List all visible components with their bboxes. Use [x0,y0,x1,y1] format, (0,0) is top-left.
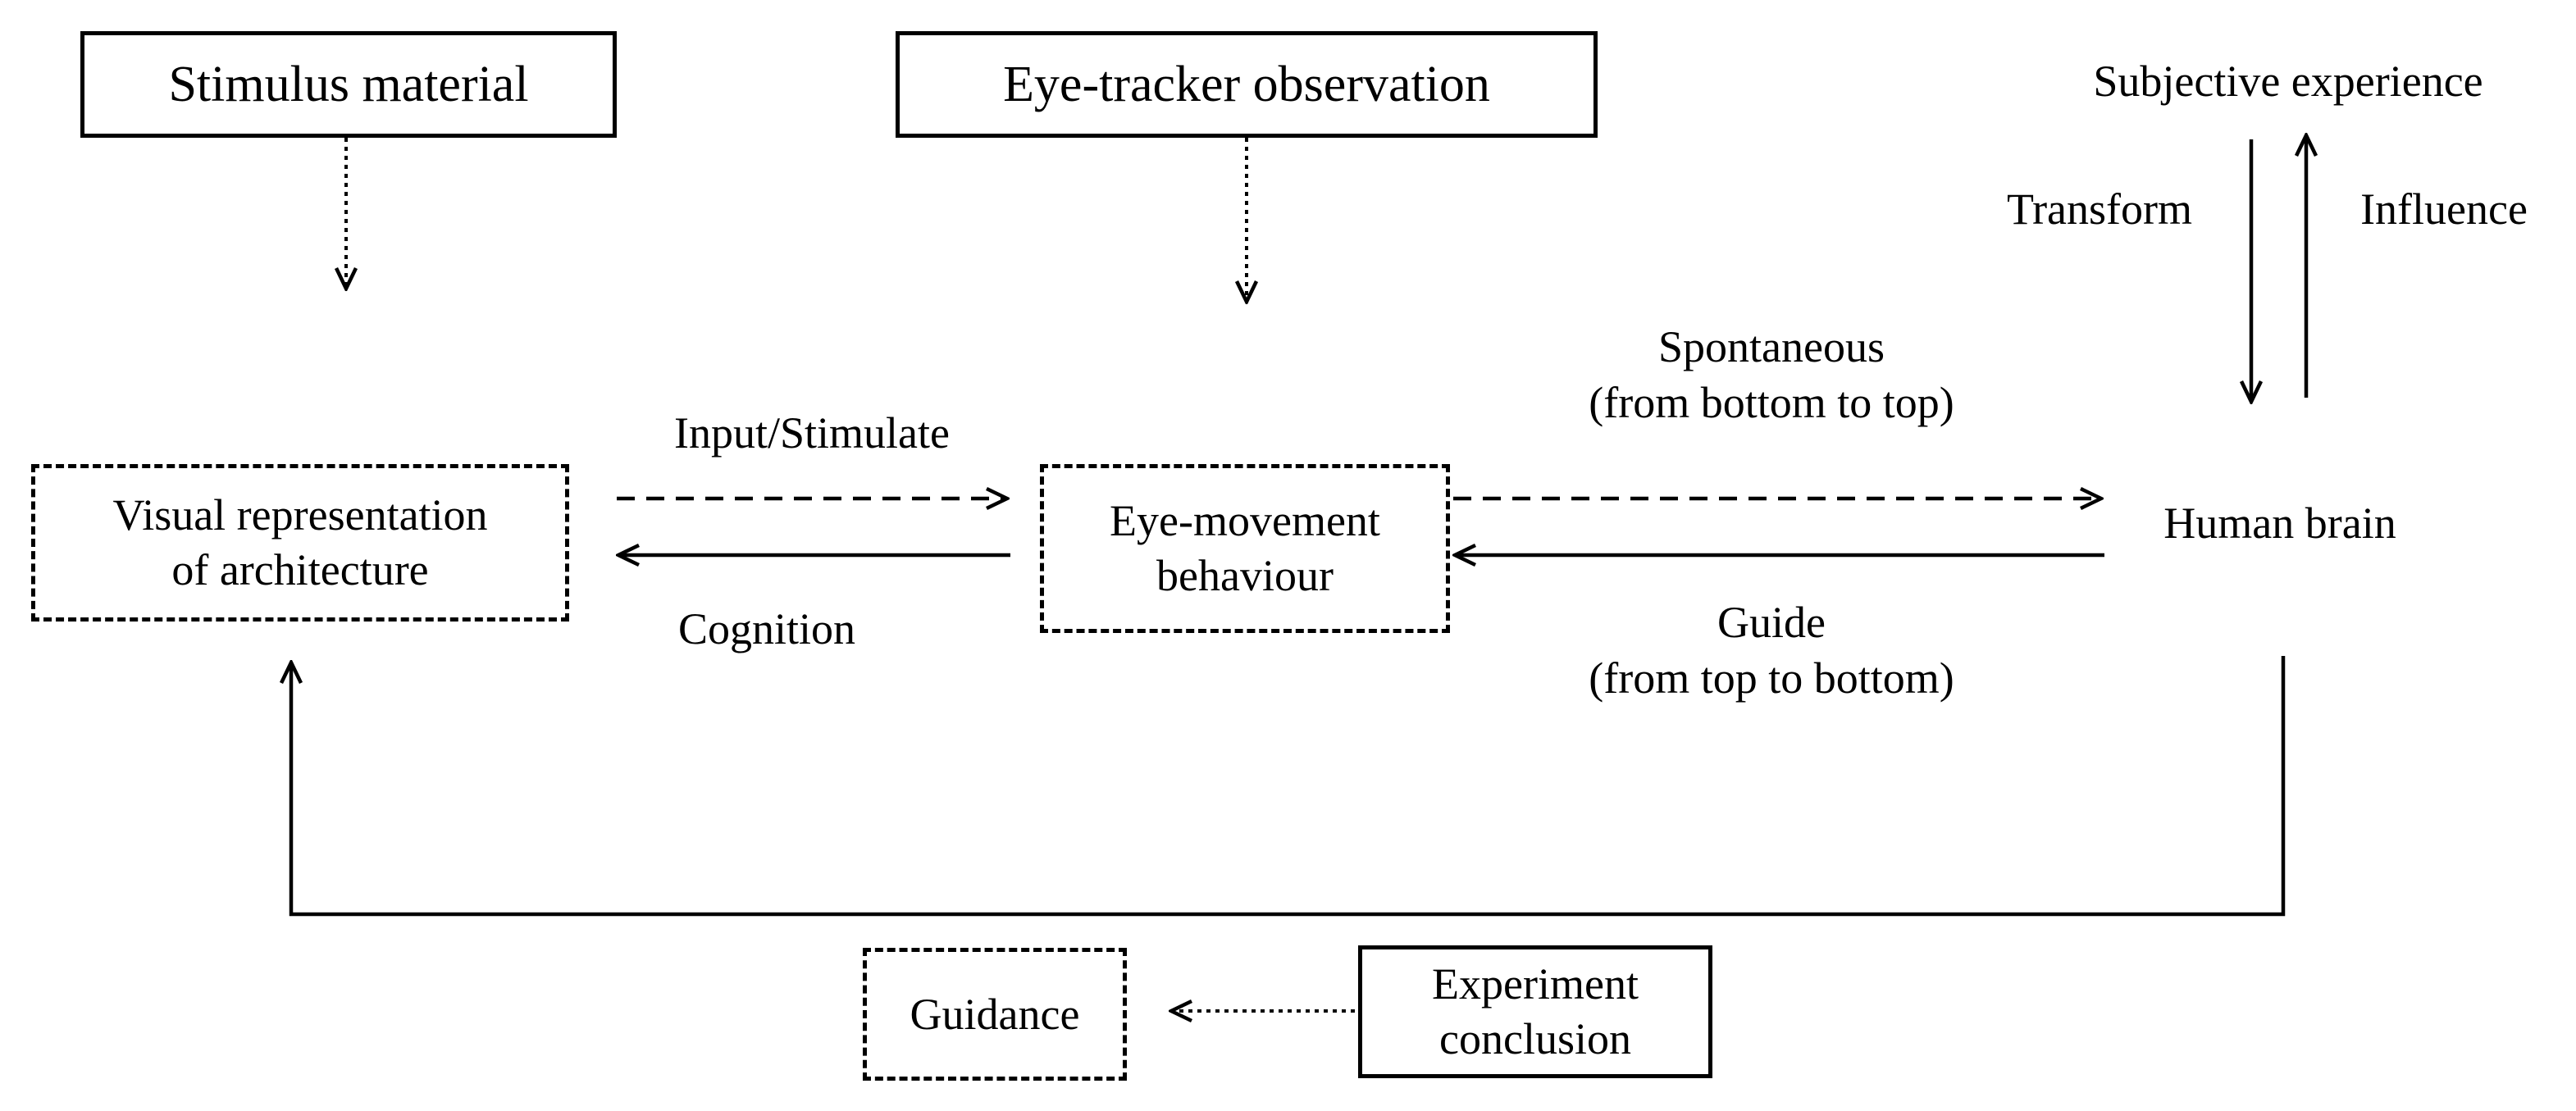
visual-representation-box: Visual representation of architecture [31,464,569,622]
guide-line2: (from top to bottom) [1589,653,1954,703]
eye-movement-behaviour-box: Eye-movement behaviour [1040,464,1450,633]
visual-representation-line2: of architecture [171,545,429,594]
experiment-conclusion-box: Experiment conclusion [1358,945,1712,1078]
cognition-label: Cognition [677,604,856,653]
guidance-box: Guidance [863,948,1127,1081]
experiment-conclusion-line1: Experiment [1432,958,1639,1009]
arrow-feedback-loop [291,656,2286,917]
guide-line1: Guide [1717,598,1826,647]
visual-representation-line1: Visual representation [112,489,488,540]
human-brain-label: Human brain [2163,499,2396,548]
experiment-conclusion-line2: conclusion [1439,1014,1631,1063]
transform-label: Transform [2006,184,2193,234]
guidance-text: Guidance [910,990,1080,1039]
stimulus-material-text: Stimulus material [168,56,529,112]
input-stimulate-label: Input/Stimulate [674,408,950,458]
eye-movement-line2: behaviour [1156,551,1334,600]
spontaneous-line2: (from bottom to top) [1589,377,1954,427]
eye-movement-line1: Eye-movement [1110,495,1380,545]
subjective-experience-label: Subjective experience [2093,57,2483,106]
eye-tracker-observation-text: Eye-tracker observation [1003,56,1490,112]
influence-label: Influence [2360,184,2528,234]
stimulus-material-box: Stimulus material [80,31,617,138]
spontaneous-label: Spontaneous (from bottom to top) [1525,320,2017,430]
spontaneous-line1: Spontaneous [1658,322,1885,371]
guide-label: Guide (from top to bottom) [1525,595,2017,706]
eye-tracker-observation-box: Eye-tracker observation [896,31,1598,138]
